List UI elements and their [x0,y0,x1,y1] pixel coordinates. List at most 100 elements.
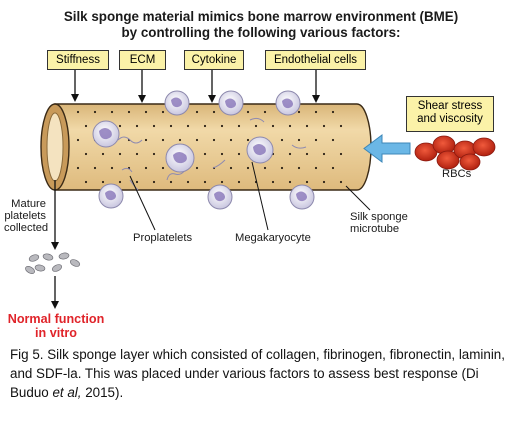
megakaryocyte-cell [207,184,233,210]
rbc [472,137,496,157]
tube-pore [254,124,258,128]
mature-platelets-label: Mature platelets collected [4,198,49,234]
platelet [25,266,35,274]
tube-pore [178,138,182,142]
tube-pore [229,138,233,142]
normal-line-2: in vitro [35,326,77,340]
tube-pore [271,124,275,128]
tube-pore [161,138,165,142]
silk-sponge-tube [40,103,372,191]
shear-line-2: and viscosity [417,113,483,125]
collected-platelets [25,252,81,274]
tube-pore [161,166,165,170]
mature-line-2: platelets [4,210,46,222]
rbcs-label: RBCs [442,168,472,180]
normal-line-1: Normal function [7,312,105,326]
normal-function-label: Normal function in vitro [4,312,108,340]
platelet [34,264,46,272]
platelet [69,259,81,267]
tube-pore [110,110,114,114]
tube-pore [203,180,207,184]
tube-pore [297,138,301,142]
tube-pore [127,110,131,114]
tube-pore [84,180,88,184]
tube-pore [271,180,275,184]
caption-italic: et al, [52,385,82,400]
tube-pore [118,180,122,184]
rbc [459,153,481,171]
tube-pore [237,124,241,128]
pointer-proplatelets [129,175,156,231]
megakaryocyte-cell [98,183,124,209]
tube-pore [195,110,199,114]
tube-pore [322,180,326,184]
rbc-cluster [414,135,496,171]
tube-pore [305,180,309,184]
tube-pore [288,180,292,184]
pointer-silk-sponge [345,185,371,211]
tube-pore [101,152,105,156]
figure-caption: Fig 5. Silk sponge layer which consisted… [10,345,515,402]
factor-endothelial-cells: Endothelial cells [265,50,366,70]
mature-line-3: collected [4,222,49,234]
tube-pore [305,152,309,156]
tube-pore [203,124,207,128]
tube-pore [220,180,224,184]
tube-pore [322,152,326,156]
tube-pore [195,166,199,170]
tube-pore [169,124,173,128]
tube-pore [76,138,80,142]
megakaryocyte-cell [218,90,244,116]
tube-pore [246,138,250,142]
megakaryocytes [92,90,315,210]
tube-pore [76,166,80,170]
tube-pore [339,152,343,156]
tube-pore [322,124,326,128]
tube-pore [331,138,335,142]
tube-pore [84,124,88,128]
tube-pore [84,152,88,156]
tube-pore [118,124,122,128]
tube-pore [110,166,114,170]
tube-pore [331,166,335,170]
tube-pore [280,166,284,170]
tube-pore [237,152,241,156]
tube-pore [229,166,233,170]
rbc [436,150,460,170]
tube-pore [186,180,190,184]
tube-pore [331,110,335,114]
megakaryocyte-cell [165,143,195,173]
pointer-megakaryocyte [251,161,269,231]
tube-pore [93,166,97,170]
megakaryocyte-cell [92,120,120,148]
tube-pore [186,124,190,128]
proplatelets-label: Proplatelets [133,232,193,244]
tube-pore [314,138,318,142]
tube-pore [212,138,216,142]
factor-ecm: ECM [119,50,166,70]
megakaryocyte-label: Megakaryocyte [235,232,311,244]
tube-pore [195,138,199,142]
megakaryocyte-cell [164,90,190,116]
tube-pore [288,124,292,128]
platelet [58,252,70,260]
tube-pore [152,124,156,128]
tube-pore [263,166,267,170]
tube-pore [220,152,224,156]
silk-line-2: microtube [350,223,400,235]
tube-pore [161,110,165,114]
tube-pore [305,124,309,128]
tube-pore [144,110,148,114]
tube-pore [280,138,284,142]
mature-line-1: Mature [11,198,46,210]
flow-arrow [363,134,411,163]
tube-pore [297,110,301,114]
platelet [28,254,40,262]
caption-suffix: 2015). [81,385,124,400]
tube-pore [144,166,148,170]
title-line-1: Silk sponge material mimics bone marrow … [63,9,459,24]
tube-pore [203,152,207,156]
tube-pore [237,180,241,184]
